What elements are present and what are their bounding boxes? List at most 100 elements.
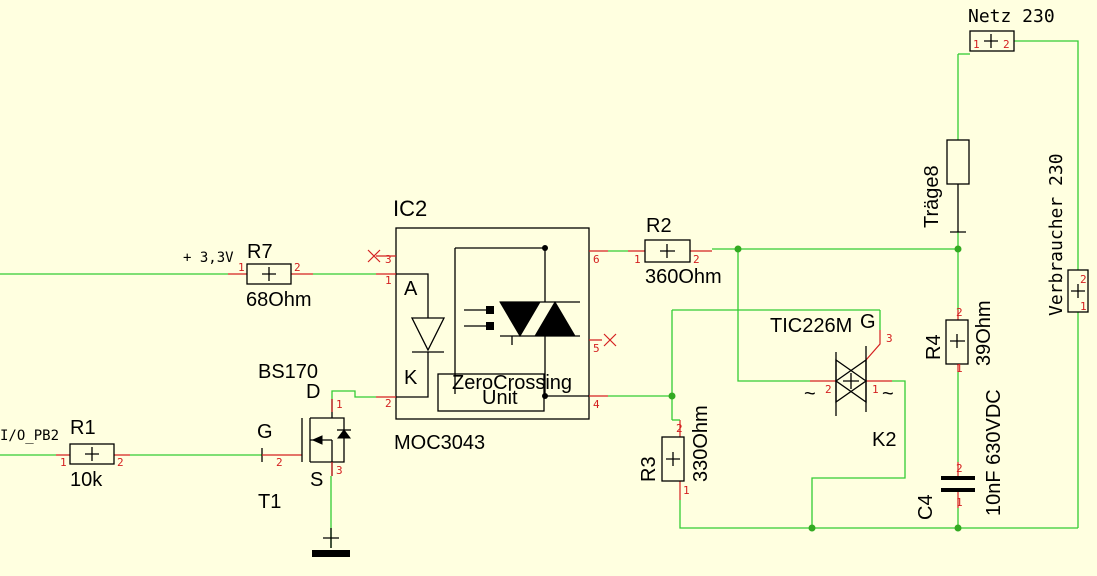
ic2-pin6: 6	[593, 253, 600, 266]
resistor-r7[interactable]: + 3,3V R7 1 2 68Ohm	[183, 241, 313, 311]
r7-name: R7	[247, 241, 273, 263]
ground-stub	[323, 528, 339, 548]
t1-gate-label: G	[257, 421, 273, 443]
r4-name: R4	[923, 334, 945, 360]
ic2-zc-line2: Unit	[482, 387, 518, 409]
ic2-pin4: 4	[593, 398, 600, 411]
resistor-r1[interactable]: I/O_PB2 R1 1 2 10k	[0, 417, 130, 491]
verbraucher-body	[1067, 269, 1089, 313]
k2-mt2-label: ~	[804, 383, 816, 405]
netz-pin2: 2	[1003, 38, 1010, 51]
t1-arrow-icon	[311, 435, 323, 445]
r4-body	[945, 319, 969, 365]
r7-pin1: 1	[238, 261, 245, 274]
c4-name: C4	[915, 494, 937, 520]
k2-plus-icon	[843, 373, 859, 389]
ic2-arrow-head-icon	[486, 306, 494, 314]
ic2-triac-bottom	[500, 335, 580, 396]
netz-body	[969, 30, 1015, 52]
wire-t1-ic2	[331, 390, 376, 399]
r3-body	[661, 436, 685, 482]
c4-plate-top-icon	[941, 476, 975, 480]
connector-verbraucher[interactable]: Verbraucher 230 2 1	[1046, 153, 1089, 316]
ic2-triac-icon-2	[534, 301, 576, 337]
optocoupler-ic2[interactable]: IC2 MOC3043 3 1 2 A K ZeroCrossing Unit	[367, 196, 617, 454]
wire-netz-verbraucher	[1014, 40, 1079, 270]
junction-dot	[954, 524, 962, 532]
ic2-right-leads	[589, 250, 608, 397]
r7-body	[246, 263, 292, 285]
ic2-pin5: 5	[593, 342, 600, 355]
ic2-part: MOC3043	[394, 432, 485, 454]
ic2-cathode-label: K	[404, 367, 418, 389]
c4-pin1: 1	[956, 496, 963, 509]
fuse-body	[946, 139, 970, 185]
capacitor-c4[interactable]: 2 1 C4 10nF 630VDC	[915, 389, 1005, 520]
t1-pin1: 1	[336, 398, 343, 411]
k2-gate-lead	[865, 330, 881, 361]
t1-source-label: S	[310, 469, 323, 491]
mosfet-t1[interactable]: BS170 D G S T1 1 2 3	[257, 361, 351, 513]
junctions	[668, 245, 962, 532]
resistor-r4[interactable]: 2 1 R4 39Ohm	[923, 300, 995, 375]
r3-name: R3	[638, 456, 660, 482]
junction-dot	[808, 524, 816, 532]
resistor-r3[interactable]: 2 1 R3 330Ohm	[638, 405, 712, 500]
k2-pin2: 2	[825, 383, 832, 396]
ic2-anode-label: A	[404, 278, 418, 300]
t1-name: T1	[258, 491, 281, 513]
r1-name: R1	[70, 417, 96, 439]
k2-triac-icon-2	[835, 358, 868, 404]
r4-pin1: 1	[956, 362, 963, 375]
t1-pin3: 3	[336, 464, 343, 477]
r3-pin2: 2	[676, 422, 683, 435]
ic2-name: IC2	[393, 196, 427, 221]
ic2-triac-icon	[499, 301, 541, 337]
ic2-pin2: 2	[385, 397, 392, 410]
r3-plus-icon	[666, 452, 680, 466]
c4-plate-bottom-icon	[941, 488, 975, 492]
r3-value: 330Ohm	[690, 405, 712, 482]
net-label-pb2: I/O_PB2	[0, 428, 59, 444]
k2-name: K2	[872, 429, 896, 451]
k2-pin1: 1	[872, 383, 879, 396]
triac-k2[interactable]: TIC226M G K2 ~ ~ 2 1 3	[770, 311, 896, 451]
r1-pin2: 2	[117, 456, 124, 469]
ic2-led-icon	[410, 317, 446, 353]
junction-dot	[954, 245, 962, 253]
junction-dot	[668, 392, 676, 400]
r4-plus-icon	[950, 334, 965, 348]
t1-pin2: 2	[276, 456, 283, 469]
r2-plus-icon	[660, 244, 675, 258]
ic2-pin5-nc-icon	[589, 333, 617, 347]
r1-body	[69, 443, 115, 465]
fuse-name: Träge8	[921, 165, 943, 228]
r7-pin2: 2	[294, 261, 301, 274]
verbraucher-pin1: 1	[1080, 300, 1087, 313]
t1-diode-icon	[337, 429, 351, 439]
ic2-pin3-nc-icon	[367, 249, 381, 263]
ground-bar-icon	[312, 550, 350, 557]
r1-pin1: 1	[60, 456, 67, 469]
fuse-f1[interactable]: Träge8	[921, 139, 970, 233]
r2-pin1: 1	[634, 253, 641, 266]
r4-value: 39Ohm	[973, 300, 995, 366]
connector-netz[interactable]: Netz 230 1 2	[968, 6, 1055, 52]
junction-dot	[734, 245, 742, 253]
r3-pin1: 1	[683, 484, 690, 497]
t1-drain-label: D	[306, 381, 320, 403]
ic2-zc-box	[437, 373, 545, 412]
net-label-3v3: + 3,3V	[183, 250, 234, 266]
netz-plus-icon	[984, 34, 998, 48]
wire-bottom-rail	[679, 500, 1078, 529]
resistor-r2[interactable]: R2 1 2 360Ohm	[628, 215, 722, 288]
r2-value: 360Ohm	[645, 266, 722, 288]
t1-part: BS170	[258, 361, 318, 383]
ic2-zc-line1: ZeroCrossing	[452, 372, 572, 394]
ground-symbol	[312, 528, 350, 557]
wire-triac-mt1	[811, 380, 906, 528]
fuse-lead	[950, 184, 966, 233]
ic2-arrow-head-icon	[486, 322, 494, 330]
t1-body-diode-wire	[332, 417, 345, 463]
